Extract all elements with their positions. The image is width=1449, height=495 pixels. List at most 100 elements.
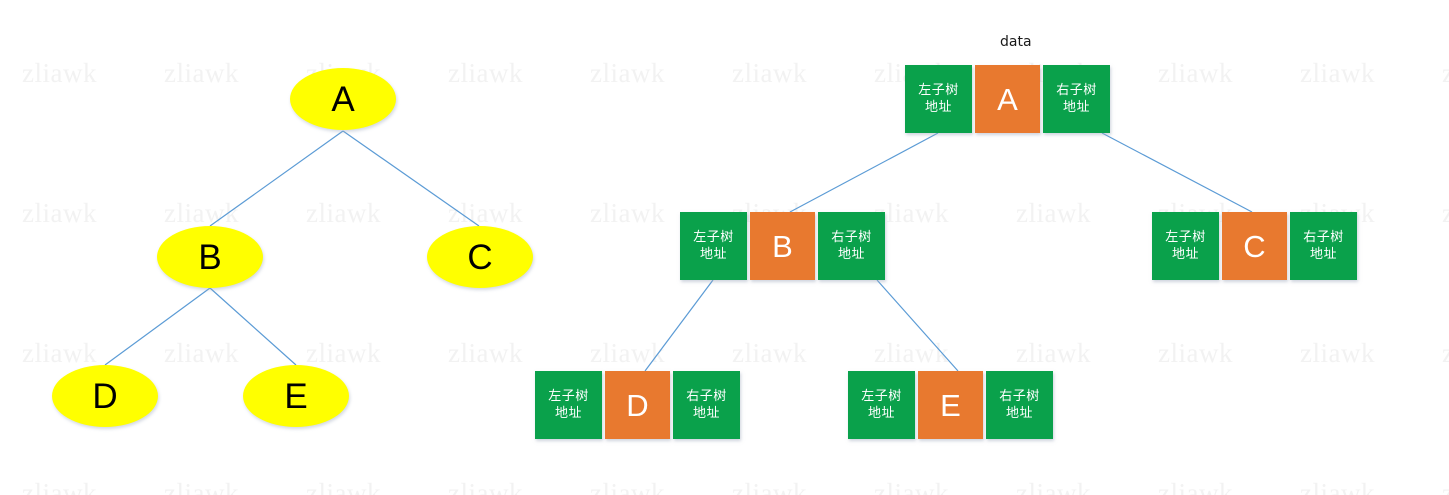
watermark-text: zliawk xyxy=(164,478,239,495)
right-pointer-cell[interactable]: 右子树地址 xyxy=(818,212,885,280)
watermark-text: zliawk xyxy=(164,338,239,368)
cell-label-line2: 地址 xyxy=(867,406,895,421)
edge-A-left-to-B xyxy=(789,132,939,213)
cell-label-line1: 右子树 xyxy=(1303,230,1344,245)
data-caption: data xyxy=(1000,34,1032,50)
watermark-text: zliawk xyxy=(448,478,523,495)
data-cell[interactable]: C xyxy=(1222,212,1287,280)
watermark-text: zliawk xyxy=(306,478,381,495)
tree-node-b[interactable]: B xyxy=(157,226,263,288)
cell-label-line1: 右子树 xyxy=(999,389,1040,404)
watermark-text: zliawk xyxy=(22,198,97,228)
cell-label-line1: 右子树 xyxy=(831,230,872,245)
storage-node-a[interactable]: 左子树地址 A 右子树地址 xyxy=(905,65,1110,133)
right-pointer-cell[interactable]: 右子树地址 xyxy=(673,371,740,439)
tree-node-a[interactable]: A xyxy=(290,68,396,130)
watermark-text: zliawk xyxy=(1300,338,1375,368)
tree-node-label: C xyxy=(467,237,493,277)
watermark-text: zliawk xyxy=(22,338,97,368)
right-pointer-cell[interactable]: 右子树地址 xyxy=(986,371,1053,439)
watermark-text: zliawk xyxy=(306,198,381,228)
right-pointer-cell[interactable]: 右子树地址 xyxy=(1043,65,1110,133)
cell-label-line1: 左子树 xyxy=(693,230,734,245)
cell-label-line2: 地址 xyxy=(554,406,582,421)
watermark-text: zliawk xyxy=(1016,198,1091,228)
edge-A-to-B xyxy=(209,130,344,227)
watermark-text: zliawk xyxy=(448,198,523,228)
data-cell-label: A xyxy=(997,81,1018,117)
edge-B-to-E xyxy=(209,287,297,366)
data-cell-label: E xyxy=(940,387,961,423)
left-pointer-cell[interactable]: 左子树地址 xyxy=(848,371,915,439)
watermark-text: zliawk xyxy=(306,338,381,368)
edge-B-to-D xyxy=(104,287,211,366)
watermark-text: zliawk xyxy=(1158,478,1233,495)
data-cell[interactable]: B xyxy=(750,212,815,280)
watermark-text: zliawk xyxy=(22,58,97,88)
watermark-text: zliawk xyxy=(22,478,97,495)
edge-B-left-to-D xyxy=(644,279,714,372)
storage-node-c[interactable]: 左子树地址 C 右子树地址 xyxy=(1152,212,1357,280)
tree-node-label: B xyxy=(198,237,222,277)
watermark-text: zliawk xyxy=(1016,478,1091,495)
right-pointer-cell[interactable]: 右子树地址 xyxy=(1290,212,1357,280)
cell-label-line1: 右子树 xyxy=(1056,83,1097,98)
watermark-text: zliawk xyxy=(732,338,807,368)
cell-label-line2: 地址 xyxy=(924,100,952,115)
left-pointer-cell[interactable]: 左子树地址 xyxy=(680,212,747,280)
storage-node-e[interactable]: 左子树地址 E 右子树地址 xyxy=(848,371,1053,439)
watermark-text: zliawk xyxy=(1016,338,1091,368)
cell-label-line2: 地址 xyxy=(692,406,720,421)
tree-node-e[interactable]: E xyxy=(243,365,349,427)
watermark-text: zliawk xyxy=(164,198,239,228)
watermark-text: zliawk xyxy=(448,58,523,88)
cell-label-line2: 地址 xyxy=(1062,100,1090,115)
data-cell[interactable]: D xyxy=(605,371,670,439)
watermark-text: zliawk xyxy=(1300,478,1375,495)
watermark-text: zliawk xyxy=(1158,338,1233,368)
watermark-text: zliawk xyxy=(1442,198,1449,228)
cell-label-line2: 地址 xyxy=(1005,406,1033,421)
tree-node-label: A xyxy=(331,79,355,119)
watermark-text: zliawk xyxy=(1158,58,1233,88)
watermark-text: zliawk xyxy=(590,58,665,88)
watermark-text: zliawk xyxy=(590,198,665,228)
cell-label-line2: 地址 xyxy=(837,247,865,262)
watermark-text: zliawk xyxy=(874,338,949,368)
cell-label-line1: 左子树 xyxy=(918,83,959,98)
watermark-text: zliawk xyxy=(590,338,665,368)
edge-B-right-to-E xyxy=(876,279,959,372)
edge-A-to-C xyxy=(342,130,480,227)
watermark-text: zliawk xyxy=(732,58,807,88)
tree-node-d[interactable]: D xyxy=(52,365,158,427)
cell-label-line2: 地址 xyxy=(1171,247,1199,262)
cell-label-line1: 左子树 xyxy=(548,389,589,404)
edge-A-right-to-C xyxy=(1101,132,1253,213)
watermark-text: zliawk xyxy=(1442,58,1449,88)
watermark-text: zliawk xyxy=(874,198,949,228)
data-cell-label: D xyxy=(626,387,649,423)
watermark-text: zliawk xyxy=(1442,478,1449,495)
left-pointer-cell[interactable]: 左子树地址 xyxy=(1152,212,1219,280)
watermark-text: zliawk xyxy=(732,478,807,495)
watermark-text: zliawk xyxy=(448,338,523,368)
cell-label-line1: 左子树 xyxy=(861,389,902,404)
cell-label-line1: 左子树 xyxy=(1165,230,1206,245)
watermark-text: zliawk xyxy=(590,478,665,495)
tree-node-label: D xyxy=(92,376,118,416)
tree-node-c[interactable]: C xyxy=(427,226,533,288)
tree-node-label: E xyxy=(284,376,308,416)
data-cell[interactable]: E xyxy=(918,371,983,439)
data-cell[interactable]: A xyxy=(975,65,1040,133)
cell-label-line2: 地址 xyxy=(699,247,727,262)
watermark-text: zliawk xyxy=(1300,58,1375,88)
data-cell-label: C xyxy=(1243,228,1266,264)
cell-label-line2: 地址 xyxy=(1309,247,1337,262)
storage-node-d[interactable]: 左子树地址 D 右子树地址 xyxy=(535,371,740,439)
left-pointer-cell[interactable]: 左子树地址 xyxy=(535,371,602,439)
watermark-text: zliawk xyxy=(874,478,949,495)
cell-label-line1: 右子树 xyxy=(686,389,727,404)
watermark-text: zliawk xyxy=(1442,338,1449,368)
left-pointer-cell[interactable]: 左子树地址 xyxy=(905,65,972,133)
